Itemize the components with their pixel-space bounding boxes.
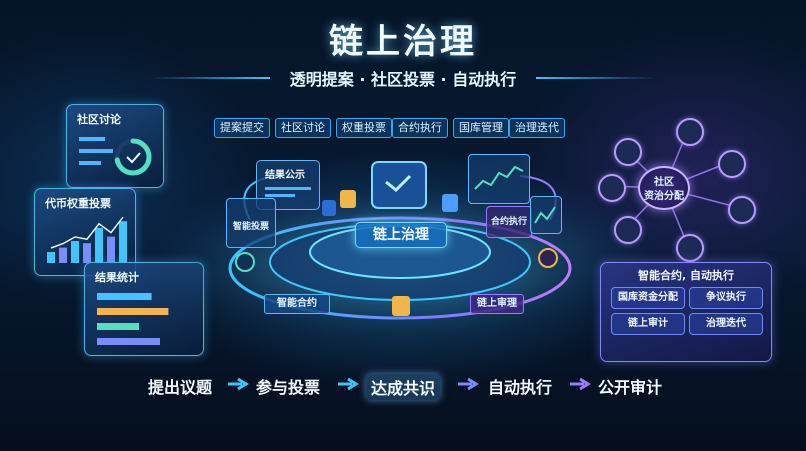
panel-result-statistics: 结果统计	[84, 262, 204, 356]
check-icon	[126, 152, 141, 164]
user-node-4-icon	[598, 174, 626, 202]
tag-treasury-management: 国库管理	[453, 118, 509, 138]
flow-step-vote: 参与投票	[256, 378, 321, 397]
result-bar-chart	[97, 293, 169, 345]
flow-arrow-4-icon	[570, 377, 591, 391]
block-icon-left	[322, 200, 336, 216]
tag-community-discussion: 社区讨论	[275, 118, 331, 138]
tag-contract-execution: 合约执行	[392, 118, 448, 138]
item-onchain-audit: 链上审计	[611, 313, 685, 335]
result-bar	[97, 323, 139, 330]
discussion-line-1	[79, 137, 105, 141]
mini-chart-line	[534, 206, 556, 224]
flow-step-execute: 自动执行	[488, 378, 553, 397]
user-node-3-icon	[718, 150, 746, 178]
tag-proposal-submit: 提案提交	[214, 118, 270, 138]
item-dispute-execution: 争议执行	[689, 287, 763, 309]
user-node-1-icon	[676, 118, 704, 146]
tag-weighted-voting: 权重投票	[336, 118, 392, 138]
voting-bar	[83, 243, 91, 263]
flow-arrow-3-icon	[458, 377, 479, 391]
panel-weighted-voting-title: 代币权重投票	[45, 197, 111, 210]
user-node-6-icon	[614, 216, 642, 244]
discussion-ring-level	[114, 138, 152, 176]
tag-governance-iteration: 治理迭代	[509, 118, 565, 138]
card-results-announcement-label: 结果公示	[265, 170, 305, 181]
panel-weighted-voting: 代币权重投票	[34, 188, 136, 276]
page-subtitle: 透明提案 · 社区投票 · 自动执行	[289, 70, 517, 89]
voting-bar	[119, 221, 127, 263]
user-node-2-icon	[614, 138, 642, 166]
card-mini-chart	[530, 196, 562, 234]
item-treasury-allocation: 国库资金分配	[611, 287, 685, 309]
flow-step-consensus: 达成共识	[366, 374, 441, 400]
page-title: 链上治理	[329, 22, 477, 62]
network-hub: 社区 资治分配	[638, 166, 690, 210]
panel-community-discussion: 社区讨论	[66, 104, 164, 188]
panel-result-statistics-title: 结果统计	[95, 271, 139, 284]
flow-arrow-1-icon	[228, 377, 249, 391]
verified-check-icon	[385, 174, 412, 193]
discussion-visual	[79, 137, 152, 176]
card-line-1	[265, 187, 311, 190]
label-onchain-review: 链上审理	[470, 294, 524, 314]
block-icon-right	[442, 194, 458, 212]
voting-bar-chart	[47, 216, 127, 263]
coin-icon-bottom	[392, 296, 410, 316]
flow-step-propose: 提出议题	[148, 378, 213, 397]
trend-line	[474, 165, 524, 190]
voting-bar	[59, 247, 67, 263]
voting-bar	[95, 227, 103, 263]
voting-trend-line	[50, 216, 124, 249]
subtitle-line-left	[150, 77, 270, 79]
label-smart-contract: 智能合约	[264, 294, 330, 314]
discussion-line-2	[79, 149, 113, 153]
voting-bar	[47, 252, 55, 263]
item-governance-iteration: 治理迭代	[689, 313, 763, 335]
card-contract-execution: 合约执行	[486, 206, 532, 238]
panel-smart-contract-title: 智能合约, 自动执行	[637, 269, 734, 282]
card-trend-chart	[468, 154, 530, 204]
orbit-node-right-icon	[538, 248, 558, 268]
result-bar	[97, 338, 160, 345]
platform-ring-outer	[228, 216, 572, 320]
discussion-line-3	[79, 161, 101, 165]
user-node-7-icon	[676, 234, 704, 262]
orbit-node-left-icon	[235, 252, 255, 272]
voting-bar	[71, 241, 79, 263]
result-bar	[97, 293, 152, 300]
user-node-5-icon	[728, 196, 756, 224]
flow-arrow-2-icon	[338, 377, 359, 391]
center-main-label: 链上治理	[355, 222, 447, 248]
result-bar	[97, 308, 169, 315]
trend-line-chart	[474, 165, 524, 190]
voting-bar	[107, 236, 115, 263]
panel-smart-contract-execution: 智能合约, 自动执行 国库资金分配 争议执行 链上审计 治理迭代	[600, 262, 772, 362]
mini-chart	[534, 206, 556, 224]
card-smart-voting: 智能投票	[226, 198, 276, 248]
panel-community-discussion-title: 社区讨论	[77, 113, 121, 126]
coin-icon-left	[340, 190, 356, 208]
flow-step-audit: 公开审计	[598, 378, 663, 397]
card-line-2	[265, 194, 295, 197]
